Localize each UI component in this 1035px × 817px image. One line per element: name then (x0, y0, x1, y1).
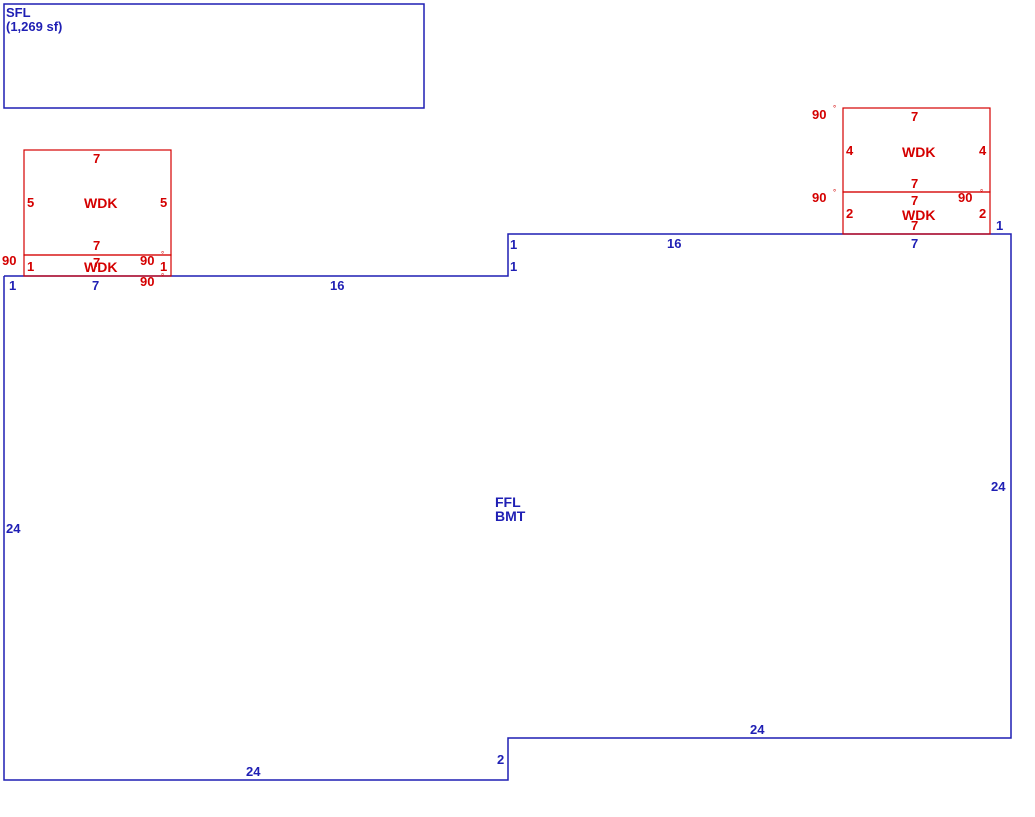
deck-right-angle-ml-deg: ° (833, 188, 836, 197)
dim-step-down: 2 (497, 752, 504, 767)
dim-left-top: 1 (9, 278, 16, 293)
deck-right-small-outline (842, 191, 991, 235)
ffl-label: FFL (495, 494, 521, 510)
deck-left-small-left: 1 (27, 259, 34, 274)
deck-right-bottom: 7 (911, 176, 918, 191)
deck-left-angle-br-deg: ° (161, 272, 164, 281)
deck-right-small-left: 2 (846, 206, 853, 221)
deck-left-bottom: 7 (93, 238, 100, 253)
bmt-label: BMT (495, 508, 526, 524)
deck-right-right: 4 (979, 143, 987, 158)
deck-right-small-bottom: 7 (911, 218, 918, 233)
deck-left-small-outline (23, 254, 172, 277)
deck-left-left: 5 (27, 195, 34, 210)
dim-bottom-right: 24 (750, 722, 765, 737)
dim-right-side: 24 (991, 479, 1006, 494)
deck-right-label: WDK (902, 144, 935, 160)
deck-right-angle-mr-deg: ° (980, 188, 983, 197)
deck-right-left: 4 (846, 143, 854, 158)
ffl-outline (3, 233, 1012, 781)
dim-seg-7: 7 (92, 278, 99, 293)
dim-step-up-b: 1 (510, 259, 517, 274)
deck-right-angle-mr: 90 (958, 190, 972, 205)
deck-left-angle-tl: 90 (2, 253, 16, 268)
dim-step-up: 1 (510, 237, 517, 252)
deck-right-small-top: 7 (911, 193, 918, 208)
sfl-area: (1,269 sf) (6, 19, 62, 34)
deck-right-angle-tl: 90 (812, 107, 826, 122)
deck-right-angle-tl-deg: ° (833, 104, 836, 113)
deck-left-right: 5 (160, 195, 167, 210)
deck-left-angle-tr-deg: ° (161, 250, 164, 259)
dim-bottom-left: 24 (246, 764, 261, 779)
deck-left-small-label: WDK (84, 259, 117, 275)
deck-left-small-top: 7 (93, 255, 100, 270)
deck-left-angle-br: 90 (140, 274, 154, 289)
deck-left-top: 7 (93, 151, 100, 166)
sfl-label: SFL (6, 5, 31, 20)
deck-right-top: 7 (911, 109, 918, 124)
sfl-area-outline (3, 3, 425, 109)
deck-right-small-right: 2 (979, 206, 986, 221)
dim-seg-16-right: 16 (667, 236, 681, 251)
dim-right-top: 1 (996, 218, 1003, 233)
deck-left-small-right: 1 (160, 259, 167, 274)
deck-left-label: WDK (84, 195, 117, 211)
dim-seg-7-right: 7 (911, 236, 918, 251)
dim-seg-16-left: 16 (330, 278, 344, 293)
deck-right-angle-ml: 90 (812, 190, 826, 205)
dim-left-side: 24 (6, 521, 21, 536)
deck-left-angle-tr: 90 (140, 253, 154, 268)
deck-right-small-label: WDK (902, 207, 935, 223)
